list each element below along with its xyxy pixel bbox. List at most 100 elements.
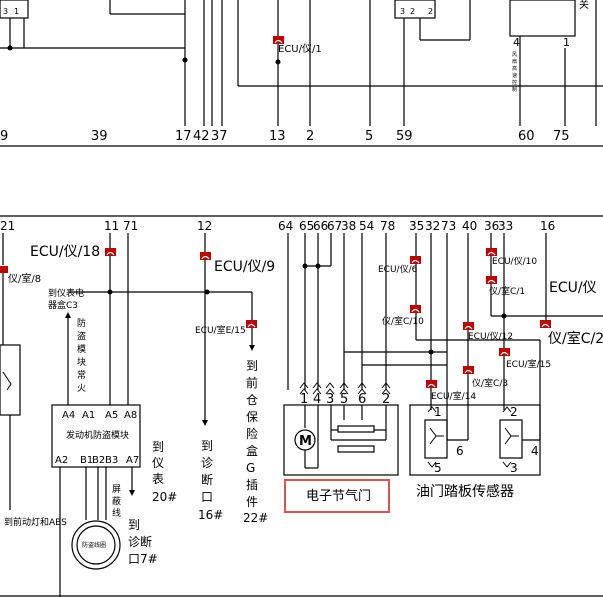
ecu-top-pins: 9 39 17 42 37 13 2 5 59 60 75 <box>0 129 570 144</box>
connector-ecu-yi-12: ECU/仪/12 <box>468 331 513 342</box>
svg-text:16: 16 <box>540 219 555 233</box>
connector-label: ECU/仪/1 <box>278 43 322 55</box>
immobilizer-power-label: 防盗模块常火 <box>77 317 86 394</box>
antenna-coil-label: 防盗线圈 <box>82 541 106 549</box>
svg-text:5: 5 <box>340 392 348 407</box>
relay-box-center <box>394 0 436 19</box>
svg-text:11: 11 <box>104 219 119 233</box>
pin-59: 59 <box>396 129 413 144</box>
throttle-body <box>283 404 399 476</box>
svg-text:71: 71 <box>123 219 138 233</box>
pin-17: 17 <box>175 129 192 144</box>
svg-text:6: 6 <box>358 392 366 407</box>
svg-text:38: 38 <box>341 219 356 233</box>
svg-text:A1: A1 <box>82 410 95 421</box>
accelerator-pedal-sensor: 1 2 6 4 5 3 <box>409 404 541 476</box>
pin-2: 2 <box>306 129 314 144</box>
svg-text:5: 5 <box>434 461 442 475</box>
throttle-label-highlight <box>284 479 390 513</box>
pin-60: 60 <box>518 129 535 144</box>
antenna-coil-outer <box>71 520 121 570</box>
connector-ecu-yi-18: ECU/仪/18 <box>30 244 100 260</box>
throttle-wiring <box>302 252 447 366</box>
svg-text:1: 1 <box>563 36 570 49</box>
svg-text:33: 33 <box>498 219 513 233</box>
svg-text:A4: A4 <box>62 410 75 421</box>
svg-text:3: 3 <box>510 461 518 475</box>
svg-text:M: M <box>299 434 312 449</box>
relay-box-left <box>0 0 29 19</box>
svg-text:A8: A8 <box>124 410 137 421</box>
svg-text:A7: A7 <box>126 455 139 466</box>
pin-5: 5 <box>365 129 373 144</box>
left-group: 仪/室/8 到前动灯和ABS ECU/仪/18 到仪表电器盒C3 防盗模块常火 … <box>0 244 252 597</box>
svg-text:1: 1 <box>434 405 442 419</box>
bus-wires <box>2 233 547 405</box>
svg-text:65: 65 <box>299 219 314 233</box>
electronic-throttle: 1 4 3 5 6 2 M <box>283 382 399 476</box>
svg-text:B2: B2 <box>92 455 105 466</box>
route-diag-7: 到诊断口7# <box>128 518 158 566</box>
svg-text:4: 4 <box>513 36 520 49</box>
relay-pin-a: 3 <box>3 7 8 16</box>
pin-75: 75 <box>553 129 570 144</box>
svg-text:2: 2 <box>510 405 518 419</box>
ecu-bottom-pins: 21 11 71 12 64 65 66 67 38 54 78 35 32 7… <box>0 219 555 233</box>
top-section: 3 1 ECU/仪/1 3 2 2 <box>0 0 603 126</box>
pin-39: 39 <box>91 129 108 144</box>
svg-text:12: 12 <box>197 219 212 233</box>
relay-pin-b: 1 <box>14 7 19 16</box>
pin-37: 37 <box>211 129 228 144</box>
route-brake: 到前动灯和ABS <box>4 516 67 528</box>
connector-ecu-yi-6: ECU/仪/6 <box>378 264 418 275</box>
svg-text:3: 3 <box>326 392 334 407</box>
fan-high-speed-label: 风扇高速控制 <box>512 52 517 93</box>
svg-text:36: 36 <box>484 219 499 233</box>
svg-text:32: 32 <box>425 219 440 233</box>
connector-icon-left <box>0 266 8 273</box>
immobilizer-title: 发动机防盗模块 <box>66 429 129 441</box>
pin-13: 13 <box>269 129 286 144</box>
connector-ecu-yi-1: ECU/仪/1 <box>273 36 322 55</box>
connector-yi-shi-c-1: 仪/室C/1 <box>489 285 525 297</box>
svg-text:21: 21 <box>0 219 15 233</box>
connector-ecu-yi-10: ECU/仪/10 <box>492 256 537 267</box>
svg-text:4: 4 <box>313 392 321 407</box>
connector-yi-shi-c-2: 仪/室C/2 <box>548 330 603 347</box>
connector-ecu-shi-e-15: ECU/室E/15 <box>195 324 246 336</box>
svg-text:4: 4 <box>531 444 539 458</box>
pin-9: 9 <box>0 129 8 144</box>
svg-text:35: 35 <box>409 219 424 233</box>
immobilizer-module <box>51 404 141 468</box>
svg-text:40: 40 <box>462 219 477 233</box>
fan-relay-state: 关 <box>579 0 589 11</box>
svg-text:78: 78 <box>380 219 395 233</box>
connector-yi-shi-c-10: 仪/室C/10 <box>382 315 424 327</box>
svg-text:A2: A2 <box>55 455 68 466</box>
right-group: ECU/仪/6 仪/室C/10 ECU/室/14 ECU/仪/12 仪/室C/3… <box>378 248 603 440</box>
svg-text:2: 2 <box>428 7 433 16</box>
connector-ecu-yi-9: ECU/仪/9 <box>214 259 275 275</box>
connector-yi-shi-8: 仪/室/8 <box>8 272 41 285</box>
shield-wire-label: 屏蔽线 <box>112 484 121 519</box>
svg-text:B1: B1 <box>80 455 93 466</box>
connector-ecu-shi-15: ECU/室/15 <box>506 358 551 370</box>
svg-text:1: 1 <box>300 392 308 407</box>
svg-text:64: 64 <box>278 219 293 233</box>
throttle-label: 电子节气门 <box>306 488 371 504</box>
svg-text:A5: A5 <box>105 410 118 421</box>
svg-text:2: 2 <box>410 7 415 16</box>
svg-text:67: 67 <box>327 219 342 233</box>
svg-text:B3: B3 <box>105 455 118 466</box>
svg-text:66: 66 <box>313 219 328 233</box>
connector-ecu-shi-14: ECU/室/14 <box>431 390 476 402</box>
fan-relay-box <box>509 0 576 37</box>
svg-text:3: 3 <box>400 7 405 16</box>
svg-text:6: 6 <box>456 444 464 458</box>
